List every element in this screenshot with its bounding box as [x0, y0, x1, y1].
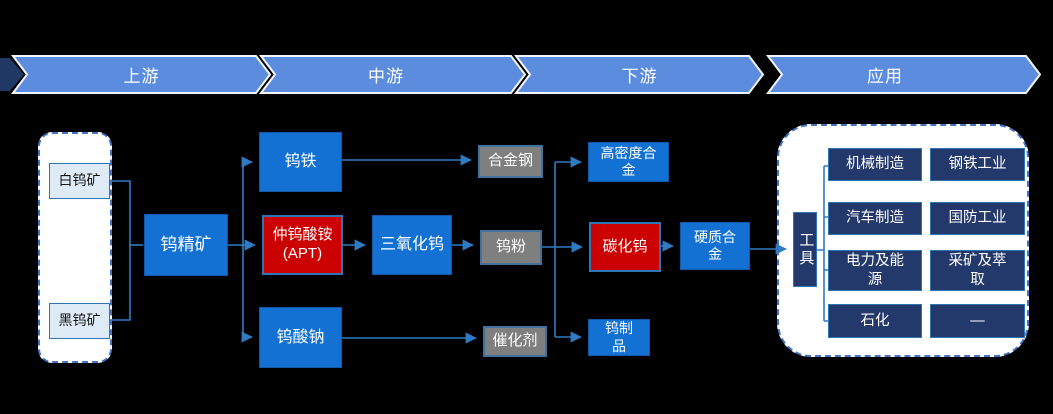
banner-segment-shape-application [765, 55, 1042, 94]
grid-label-line2: 源 [867, 271, 883, 288]
node-label-line2: 品 [612, 337, 626, 354]
node-label-line2: 金 [708, 246, 722, 262]
node-tool: 工具 [793, 212, 817, 287]
node-label: 碳化钨 [602, 237, 648, 255]
banner-text: 下游 [621, 67, 658, 86]
node-label-line2: 金 [621, 162, 636, 178]
grid-label: 石化 [860, 312, 890, 329]
node-label: 催化剂 [492, 332, 538, 350]
banner-text: 上游 [123, 67, 160, 86]
node-tungsten-powder: 钨粉 [480, 230, 542, 265]
banner-label-application: 应用 [768, 56, 1002, 93]
banner-start-chevron-icon [0, 58, 24, 91]
node-white-tungsten-ore: 白钨矿 [49, 163, 110, 199]
node-black-tungsten-ore: 黑钨矿 [49, 303, 110, 339]
grid-label: — [970, 312, 985, 329]
node-tungsten-trioxide: 三氧化钨 [372, 215, 452, 275]
node-label: 钨酸钠 [276, 328, 325, 346]
banner-label-midstream: 中游 [261, 56, 511, 93]
node-tungsten-concentrate: 钨精矿 [144, 214, 228, 276]
node-label-line1: 高密度合 [600, 144, 657, 161]
grid-label-line1: 电力及能 [846, 253, 904, 270]
grid-cell-machinery-manufacturing: 机械制造 [828, 148, 922, 181]
ore-bracket-line [110, 180, 131, 321]
node-tungsten-carbide: 碳化钨 [589, 222, 661, 272]
tool-bracket-line [817, 165, 831, 322]
connector-lines [110, 154, 831, 344]
banner-segment-shape-midstream [258, 55, 527, 94]
banner-label-downstream: 下游 [516, 56, 763, 93]
node-label: 合金钢 [487, 152, 533, 170]
node-label: 黑钨矿 [58, 312, 101, 329]
node-high-density-alloy: 高密度合 金 [588, 142, 669, 182]
banner-text: 中游 [368, 67, 404, 86]
node-label-line1: 硬质合 [694, 228, 736, 245]
node-label: 白钨矿 [58, 172, 101, 189]
node-label-line1: 钨制 [605, 320, 633, 336]
concentrate-branch-line [228, 162, 244, 337]
banner-label-upstream: 上游 [13, 56, 270, 93]
grid-cell-mining-and-extraction: 采矿及萃 取 [930, 250, 1025, 291]
node-label: 钨精矿 [160, 235, 212, 255]
grid-label: 汽车制造 [846, 210, 904, 227]
node-apt: 仲钨酸铵 (APT) [262, 215, 343, 275]
grid-cell-steel-industry: 钢铁工业 [930, 148, 1025, 181]
grid-cell-power-and-energy: 电力及能 源 [828, 250, 922, 291]
grid-cell-automobile-manufacturing: 汽车制造 [828, 202, 922, 235]
node-label: 钨粉 [495, 238, 526, 256]
grid-label: 国防工业 [948, 210, 1007, 227]
grid-cell-defense-industry: 国防工业 [930, 202, 1025, 235]
node-label: 钨铁 [284, 153, 317, 170]
node-catalyst: 催化剂 [483, 326, 547, 357]
banner-segment-shape-downstream [513, 55, 765, 94]
node-label: 工具 [797, 231, 815, 268]
node-tungsten-products: 钨制 品 [588, 319, 650, 356]
banner-chevrons [0, 55, 1042, 94]
node-label-line2: (APT) [282, 245, 323, 262]
powder-branch-line [542, 162, 556, 337]
banner-text: 应用 [867, 67, 903, 86]
grid-cell-dash: — [930, 304, 1025, 338]
grid-label: 钢铁工业 [948, 156, 1007, 173]
banner-segment-shape-upstream [10, 55, 272, 94]
node-ferrotungsten: 钨铁 [259, 132, 342, 192]
grid-label-line2: 取 [970, 271, 985, 288]
node-sodium-tungstate: 钨酸钠 [259, 307, 342, 368]
node-alloy-steel: 合金钢 [478, 145, 543, 178]
grid-cell-petrochemical: 石化 [828, 304, 922, 338]
node-hard-alloy: 硬质合 金 [680, 222, 750, 270]
grid-label-line1: 采矿及萃 [948, 253, 1007, 270]
node-label: 三氧化钨 [379, 236, 444, 253]
grid-label: 机械制造 [846, 156, 904, 173]
node-label-line1: 仲钨酸铵 [272, 226, 333, 244]
